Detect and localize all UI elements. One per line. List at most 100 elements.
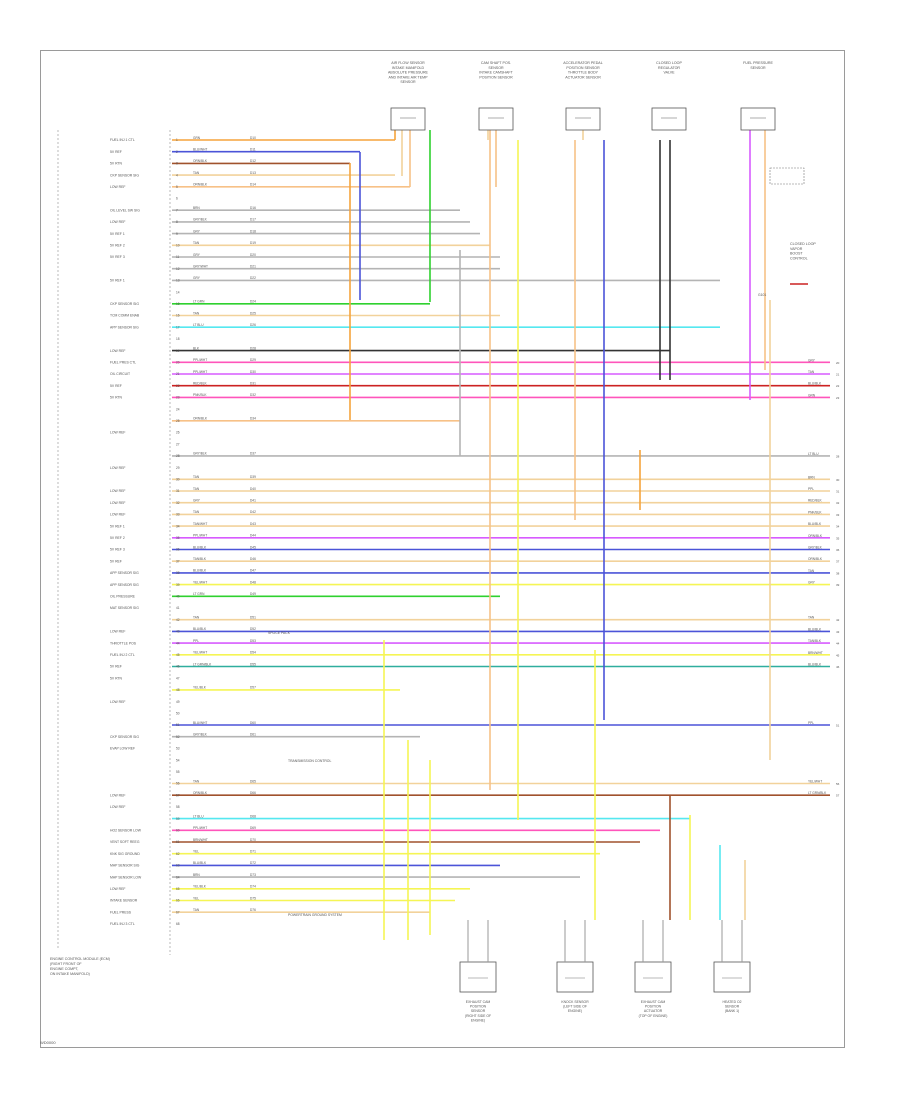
pin-number-label: 12 [176, 267, 180, 271]
circuit-number-label: D11 [250, 148, 256, 152]
component-label: INTAKE CAMSHAFT [479, 71, 513, 75]
pin-number-label: 37 [176, 559, 180, 563]
right-wire-label: BRN/WHT [808, 651, 823, 655]
wire-color-label: GRY/BLK [193, 452, 208, 456]
module-label: ENGINE CONTROL MODULE (ECM) [50, 957, 110, 961]
pin-number-label: 22 [176, 384, 180, 388]
component-label: HEATED O2 [723, 1000, 742, 1004]
pin-function-label: CKP SENSOR SIG [110, 173, 139, 177]
circuit-number-label: D16 [250, 206, 256, 210]
pin-function-label: 5V REF 1 [110, 279, 125, 283]
wire-color-label: YEL [193, 896, 199, 900]
circuit-number-label: D40 [250, 487, 256, 491]
side-component-label: CONTROL [790, 256, 808, 260]
component-label: POSITION SENSOR [566, 66, 600, 70]
pin-number-label: 2 [176, 150, 178, 154]
sensor-connector-box [478, 107, 514, 131]
right-pin-number: 23 [836, 396, 840, 400]
pin-number-label: 61 [176, 840, 180, 844]
right-pin-number: 42 [836, 618, 840, 622]
component-label: SENSOR [725, 1005, 740, 1009]
pin-function-label: OIL PRESSURE [110, 595, 136, 599]
circuit-number-label: D42 [250, 510, 256, 514]
right-pin-number: 28 [836, 454, 840, 458]
wire-color-label: BRN [193, 873, 200, 877]
right-wire-label: BRN [808, 475, 815, 479]
pin-function-label: MAP SENSOR SIG [110, 864, 140, 868]
pin-function-label: HO2 SENSOR LOW [110, 829, 142, 833]
wire-color-label: TAN [193, 616, 200, 620]
pin-function-label: 5V RTN [110, 162, 123, 166]
right-pin-number: 39 [836, 583, 840, 587]
right-wire-label: GRN [808, 393, 816, 397]
circuit-number-label: D43 [250, 522, 256, 526]
circuit-number-label: D52 [250, 627, 256, 631]
pin-number-label: 18 [176, 337, 180, 341]
wire-color-label: YEL/BLK [193, 885, 207, 889]
circuit-number-label: D22 [250, 276, 256, 280]
wire-color-label: TAN [193, 510, 200, 514]
wire-layer [57, 120, 830, 955]
circuit-number-label: D70 [250, 838, 256, 842]
circuit-number-label: D44 [250, 534, 256, 538]
component-label: (BANK 1) [725, 1009, 739, 1013]
right-pin-number: 44 [836, 642, 840, 646]
wire-color-label: GRY/WHT [193, 265, 208, 269]
pin-number-label: 57 [176, 793, 180, 797]
wire-color-label: GRY/BLK [193, 733, 208, 737]
pin-function-label: THROTTLE POS [110, 641, 137, 645]
pin-number-label: 43 [176, 630, 180, 634]
pin-number-label: 25 [176, 419, 180, 423]
pin-function-label: OIL CIRCUIT [110, 372, 130, 376]
pin-function-label: CKP SENSOR SIG [110, 302, 139, 306]
page-id: WD0000 [40, 1040, 56, 1045]
pin-number-label: 65 [176, 887, 180, 891]
pin-function-label: FUEL INJ 2 CTL [110, 653, 135, 657]
circuit-number-label: D12 [250, 159, 256, 163]
wire-color-label: GRY/BLK [193, 218, 208, 222]
right-wire-label: LT GRN/BLK [808, 791, 827, 795]
module-label: ENGINE COMPT, [50, 967, 79, 971]
right-wire-label: PPL [808, 721, 814, 725]
right-wire-label: TAN [808, 569, 815, 573]
right-wire-label: BLU/BLK [808, 627, 822, 631]
pin-number-label: 51 [176, 723, 180, 727]
right-pin-number: 22 [836, 384, 840, 388]
component-label: POSITION [470, 1005, 487, 1009]
pin-function-label: OIL LEVEL SW SIG [110, 208, 140, 212]
sensor-body [634, 961, 672, 993]
wire-color-label: TAN/BLK [193, 557, 207, 561]
pin-number-label: 28 [176, 454, 180, 458]
ground-label: G101 [758, 293, 766, 297]
pin-number-label: 6 [176, 197, 178, 201]
wire-color-label: BRN/WHT [193, 838, 208, 842]
right-wire-label: BLU/BLK [808, 382, 822, 386]
right-pin-number: 35 [836, 536, 840, 540]
circuit-number-label: D51 [250, 616, 256, 620]
right-pin-number: 33 [836, 513, 840, 517]
wire-color-label: BLU/WHT [193, 721, 207, 725]
component-label: INTAKE MANIFOLD [392, 66, 425, 70]
sensor-connector-box [390, 107, 426, 131]
pin-function-label: CKP SENSOR SIG [110, 735, 139, 739]
circuit-number-label: D72 [250, 861, 256, 865]
circuit-number-label: D75 [250, 896, 256, 900]
pin-function-label: LOW REF [110, 805, 125, 809]
pin-number-label: 42 [176, 618, 180, 622]
wire-color-label: BLU/BLK [193, 627, 207, 631]
pin-number-label: 49 [176, 700, 180, 704]
pin-number-label: 64 [176, 875, 180, 879]
pin-number-label: 27 [176, 442, 180, 446]
circuit-number-label: D65 [250, 779, 256, 783]
wire-color-label: TAN [193, 487, 200, 491]
circuit-number-label: D17 [250, 218, 256, 222]
reference-note: POWERTRAIN GROUND SYSTEM [288, 913, 342, 917]
pin-number-label: 29 [176, 466, 180, 470]
wire-color-label: ORN/BLK [193, 417, 208, 421]
side-component-label: BOOST [790, 252, 803, 256]
component-label: REGULATOR [658, 66, 680, 70]
